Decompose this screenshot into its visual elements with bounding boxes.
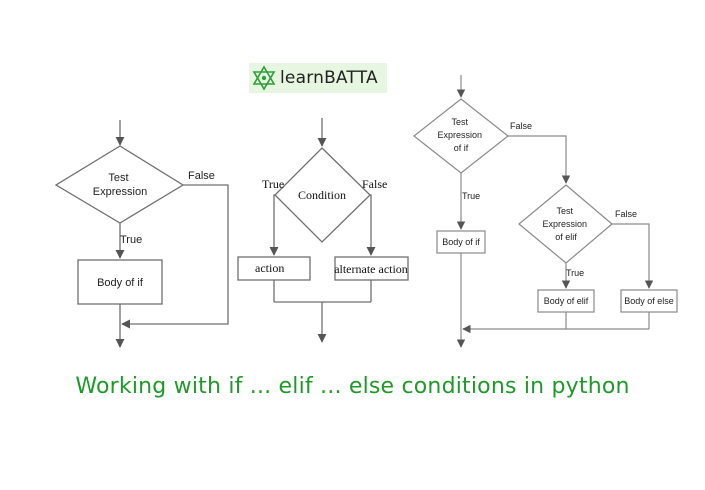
body-of-elif-label: Body of elif [544,296,589,306]
flowchart-if-else [237,118,409,343]
decision-text-line: Expression [542,219,587,229]
flowchart-if-elif-else [413,75,678,348]
alternate-action-label: alternate action [334,262,408,276]
body-of-if-label: Body of if [97,277,144,289]
true-label: True [120,234,142,246]
decision-text-line: Test [108,172,128,184]
false-label: False [615,209,637,219]
learnbatta-logo: learnBATTA [249,63,387,93]
true-label: True [462,191,480,201]
decision-text-line: Expression [437,130,482,140]
condition-diamond [274,147,371,243]
true-label: True [262,177,284,191]
false-label: False [188,170,215,182]
logo-text: learnBATTA [280,68,378,88]
flowchart-if [54,120,229,348]
decision-text-line: Test [556,206,573,216]
body-of-if-box [77,259,163,305]
svg-text:Test Expression: Test Expression [93,172,147,198]
false-label: False [362,177,387,191]
action-label: action [255,261,284,275]
decision-text-line: Test [451,117,468,127]
decision-text-line: Expression [93,186,147,198]
page-caption: Working with if ... elif ... else condit… [75,374,630,399]
decision-text-line: of elif [555,232,577,242]
false-label: False [510,121,532,131]
test-expression-diamond [54,145,185,224]
condition-label: Condition [298,188,346,202]
body-of-else-label: Body of else [624,296,674,306]
decision-text-line: of if [454,143,469,153]
true-label: True [566,268,584,278]
body-of-if-label: Body of if [442,237,480,247]
svg-text:Test Expression of if: Test Expression of if [437,117,484,153]
svg-text:Test Expression of eli: Test Expression of elif [542,206,589,242]
hexagram-logo-icon [252,65,276,91]
